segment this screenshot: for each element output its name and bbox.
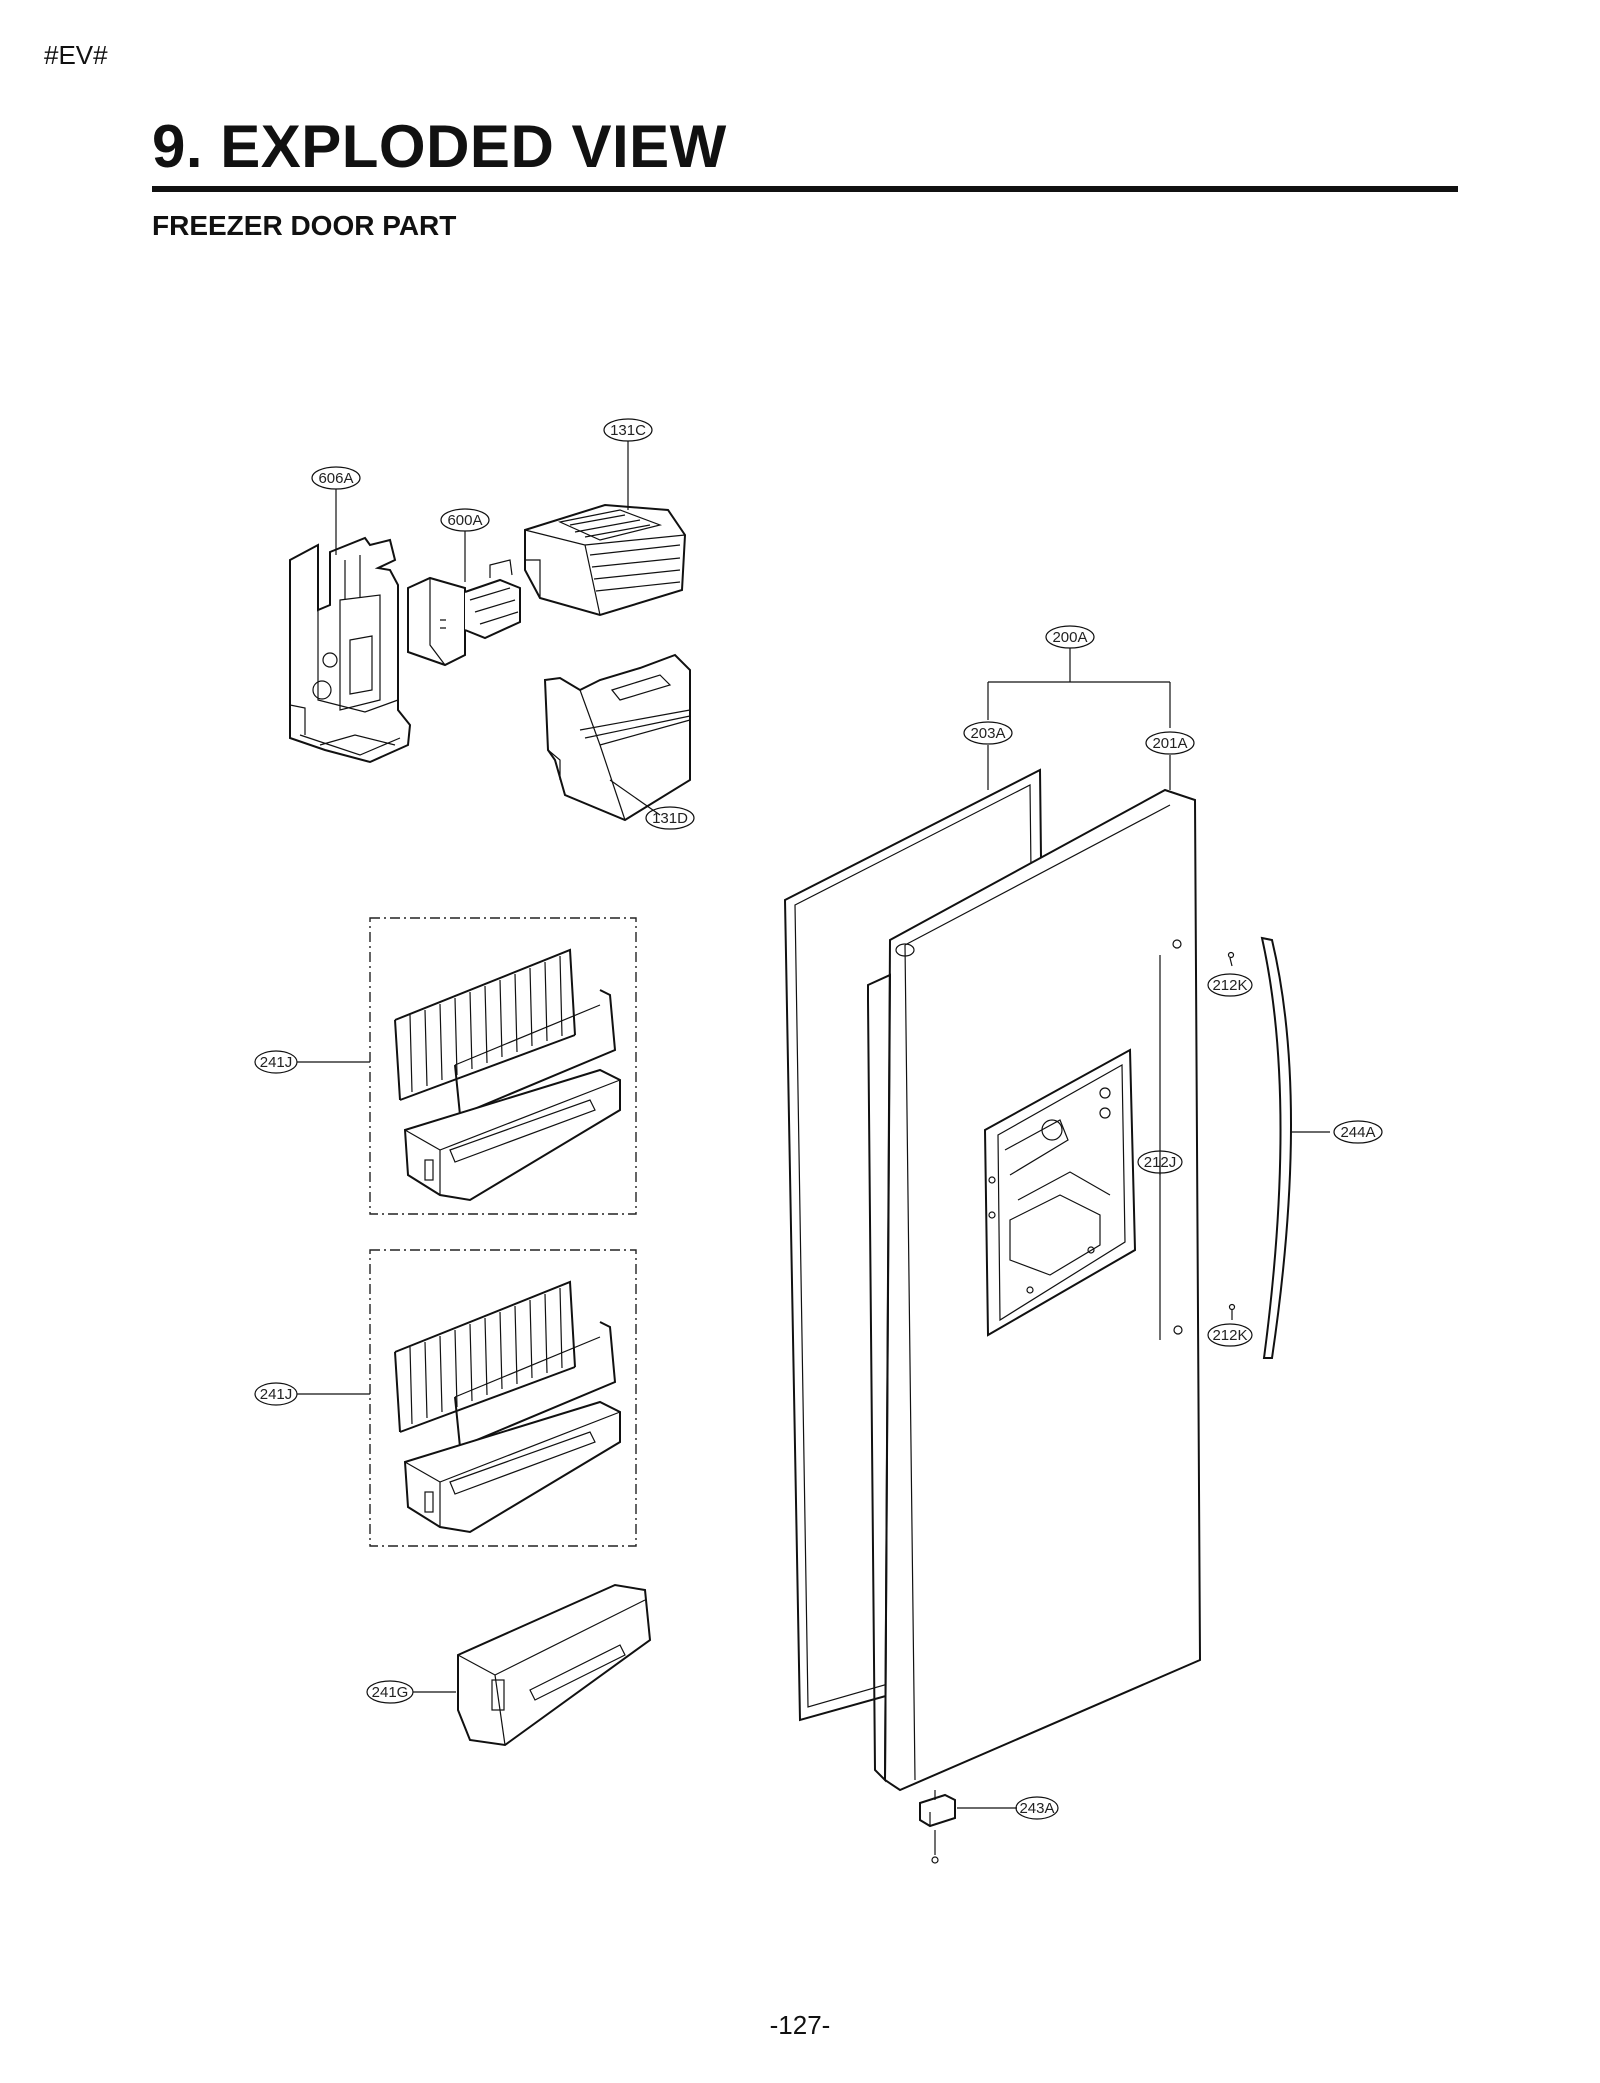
wire-basket-bottom (394, 1280, 617, 1449)
svg-text:243A: 243A (1019, 1800, 1054, 1817)
svg-text:131C: 131C (610, 422, 646, 439)
door-handle (1227, 936, 1292, 1359)
svg-text:241G: 241G (372, 1684, 409, 1701)
callout-200A: 200A (1045, 625, 1095, 649)
basket-group-box-bottom (369, 1249, 637, 1547)
ice-bin-cover (524, 503, 687, 617)
svg-text:201A: 201A (1152, 735, 1187, 752)
callout-212K-top: 212K (1207, 973, 1253, 997)
wire-basket-top (394, 948, 617, 1117)
door-basket-small (457, 1583, 652, 1747)
page-title: 9. EXPLODED VIEW (152, 113, 727, 180)
door-bin-top (403, 1068, 621, 1202)
svg-text:606A: 606A (318, 470, 353, 487)
callout-241J-bottom: 241J (254, 1382, 298, 1406)
callout-244A: 244A (1333, 1120, 1383, 1144)
svg-text:131D: 131D (652, 810, 688, 827)
svg-text:241J: 241J (260, 1054, 293, 1071)
svg-text:212K: 212K (1212, 1327, 1247, 1344)
callout-201A: 201A (1145, 731, 1195, 755)
basket-group-box-top (369, 917, 637, 1215)
callout-212J: 212J (1137, 1150, 1183, 1174)
document-tag: #EV# (44, 40, 108, 70)
callout-203A: 203A (963, 721, 1013, 745)
lower-hinge (919, 1790, 956, 1864)
section-subtitle: FREEZER DOOR PART (152, 210, 457, 241)
callout-606A: 606A (311, 466, 361, 490)
svg-text:244A: 244A (1340, 1124, 1375, 1141)
svg-text:200A: 200A (1052, 629, 1087, 646)
callout-131D: 131D (645, 806, 695, 830)
svg-text:241J: 241J (260, 1386, 293, 1403)
svg-text:212J: 212J (1144, 1154, 1177, 1171)
svg-text:212K: 212K (1212, 977, 1247, 994)
callout-212K-bottom: 212K (1207, 1323, 1253, 1347)
callout-243A: 243A (1015, 1796, 1059, 1820)
callout-241G: 241G (366, 1680, 414, 1704)
ice-bin (543, 653, 691, 822)
leader-lines (297, 441, 1330, 1809)
page-number: -127- (769, 2010, 831, 2040)
ice-maker-housing (289, 536, 412, 764)
callout-600A: 600A (440, 508, 490, 532)
door-bin-bottom (403, 1400, 621, 1534)
title-rule (152, 186, 1458, 192)
svg-text:600A: 600A (447, 512, 482, 529)
door-panel (867, 788, 1202, 1792)
ice-maker-unit (407, 559, 521, 667)
callout-131C: 131C (603, 418, 653, 442)
callout-241J-top: 241J (254, 1050, 298, 1074)
svg-text:203A: 203A (970, 725, 1005, 742)
